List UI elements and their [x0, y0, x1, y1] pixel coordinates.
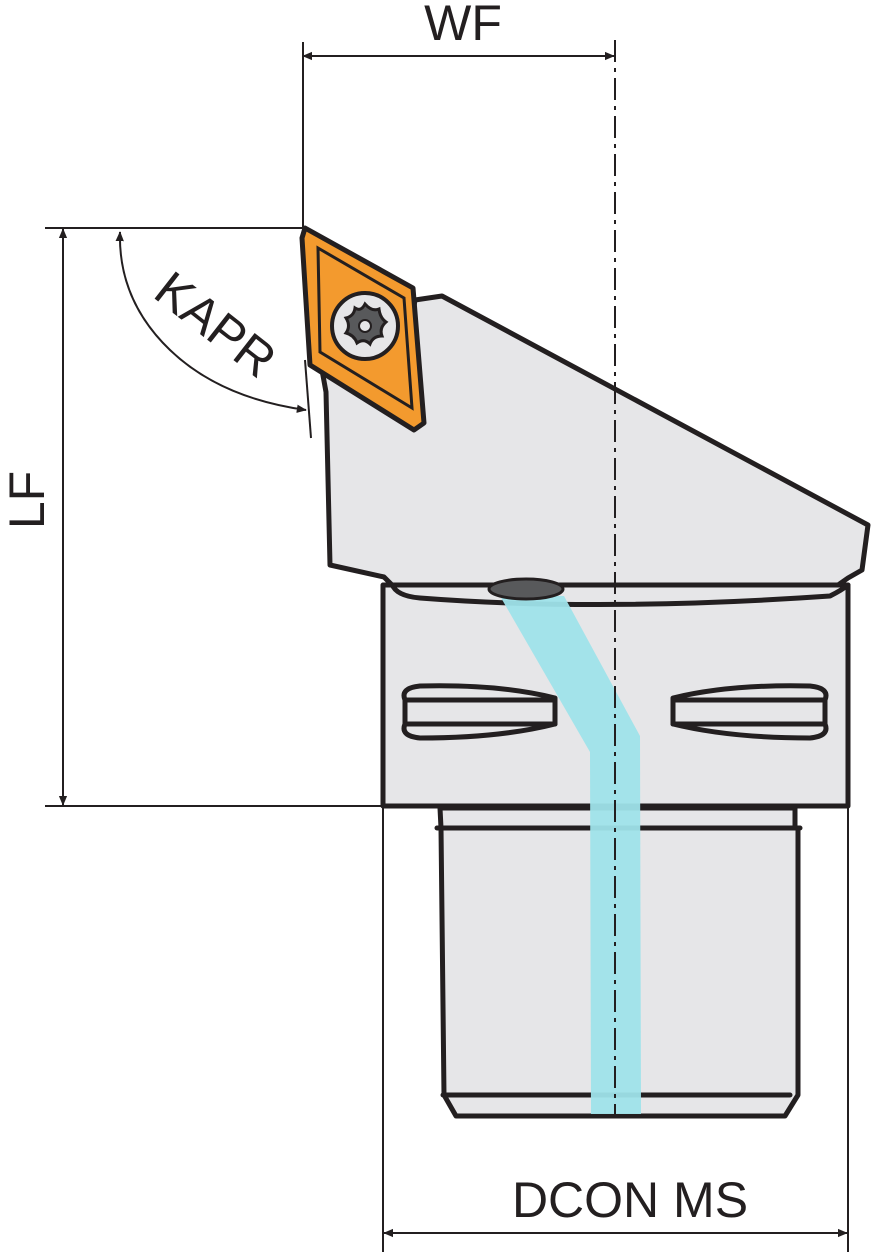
coolant-outlet [487, 577, 565, 601]
cutting-insert [299, 225, 427, 433]
torx-screw-icon [330, 291, 400, 361]
right-clamp-slot [670, 683, 829, 741]
wf-dimension: WF [302, 0, 615, 228]
lf-dimension: LF [0, 227, 384, 807]
lf-label: LF [0, 471, 55, 529]
kapr-dimension: KAPR [115, 231, 312, 439]
dcon-ms-dimension: DCON MS [382, 806, 849, 1252]
dcon-ms-label: DCON MS [512, 1172, 748, 1228]
kapr-label: KAPR [145, 261, 287, 389]
coolant-channel [487, 577, 641, 1114]
wf-label: WF [424, 0, 502, 51]
left-clamp-slot [401, 683, 558, 741]
